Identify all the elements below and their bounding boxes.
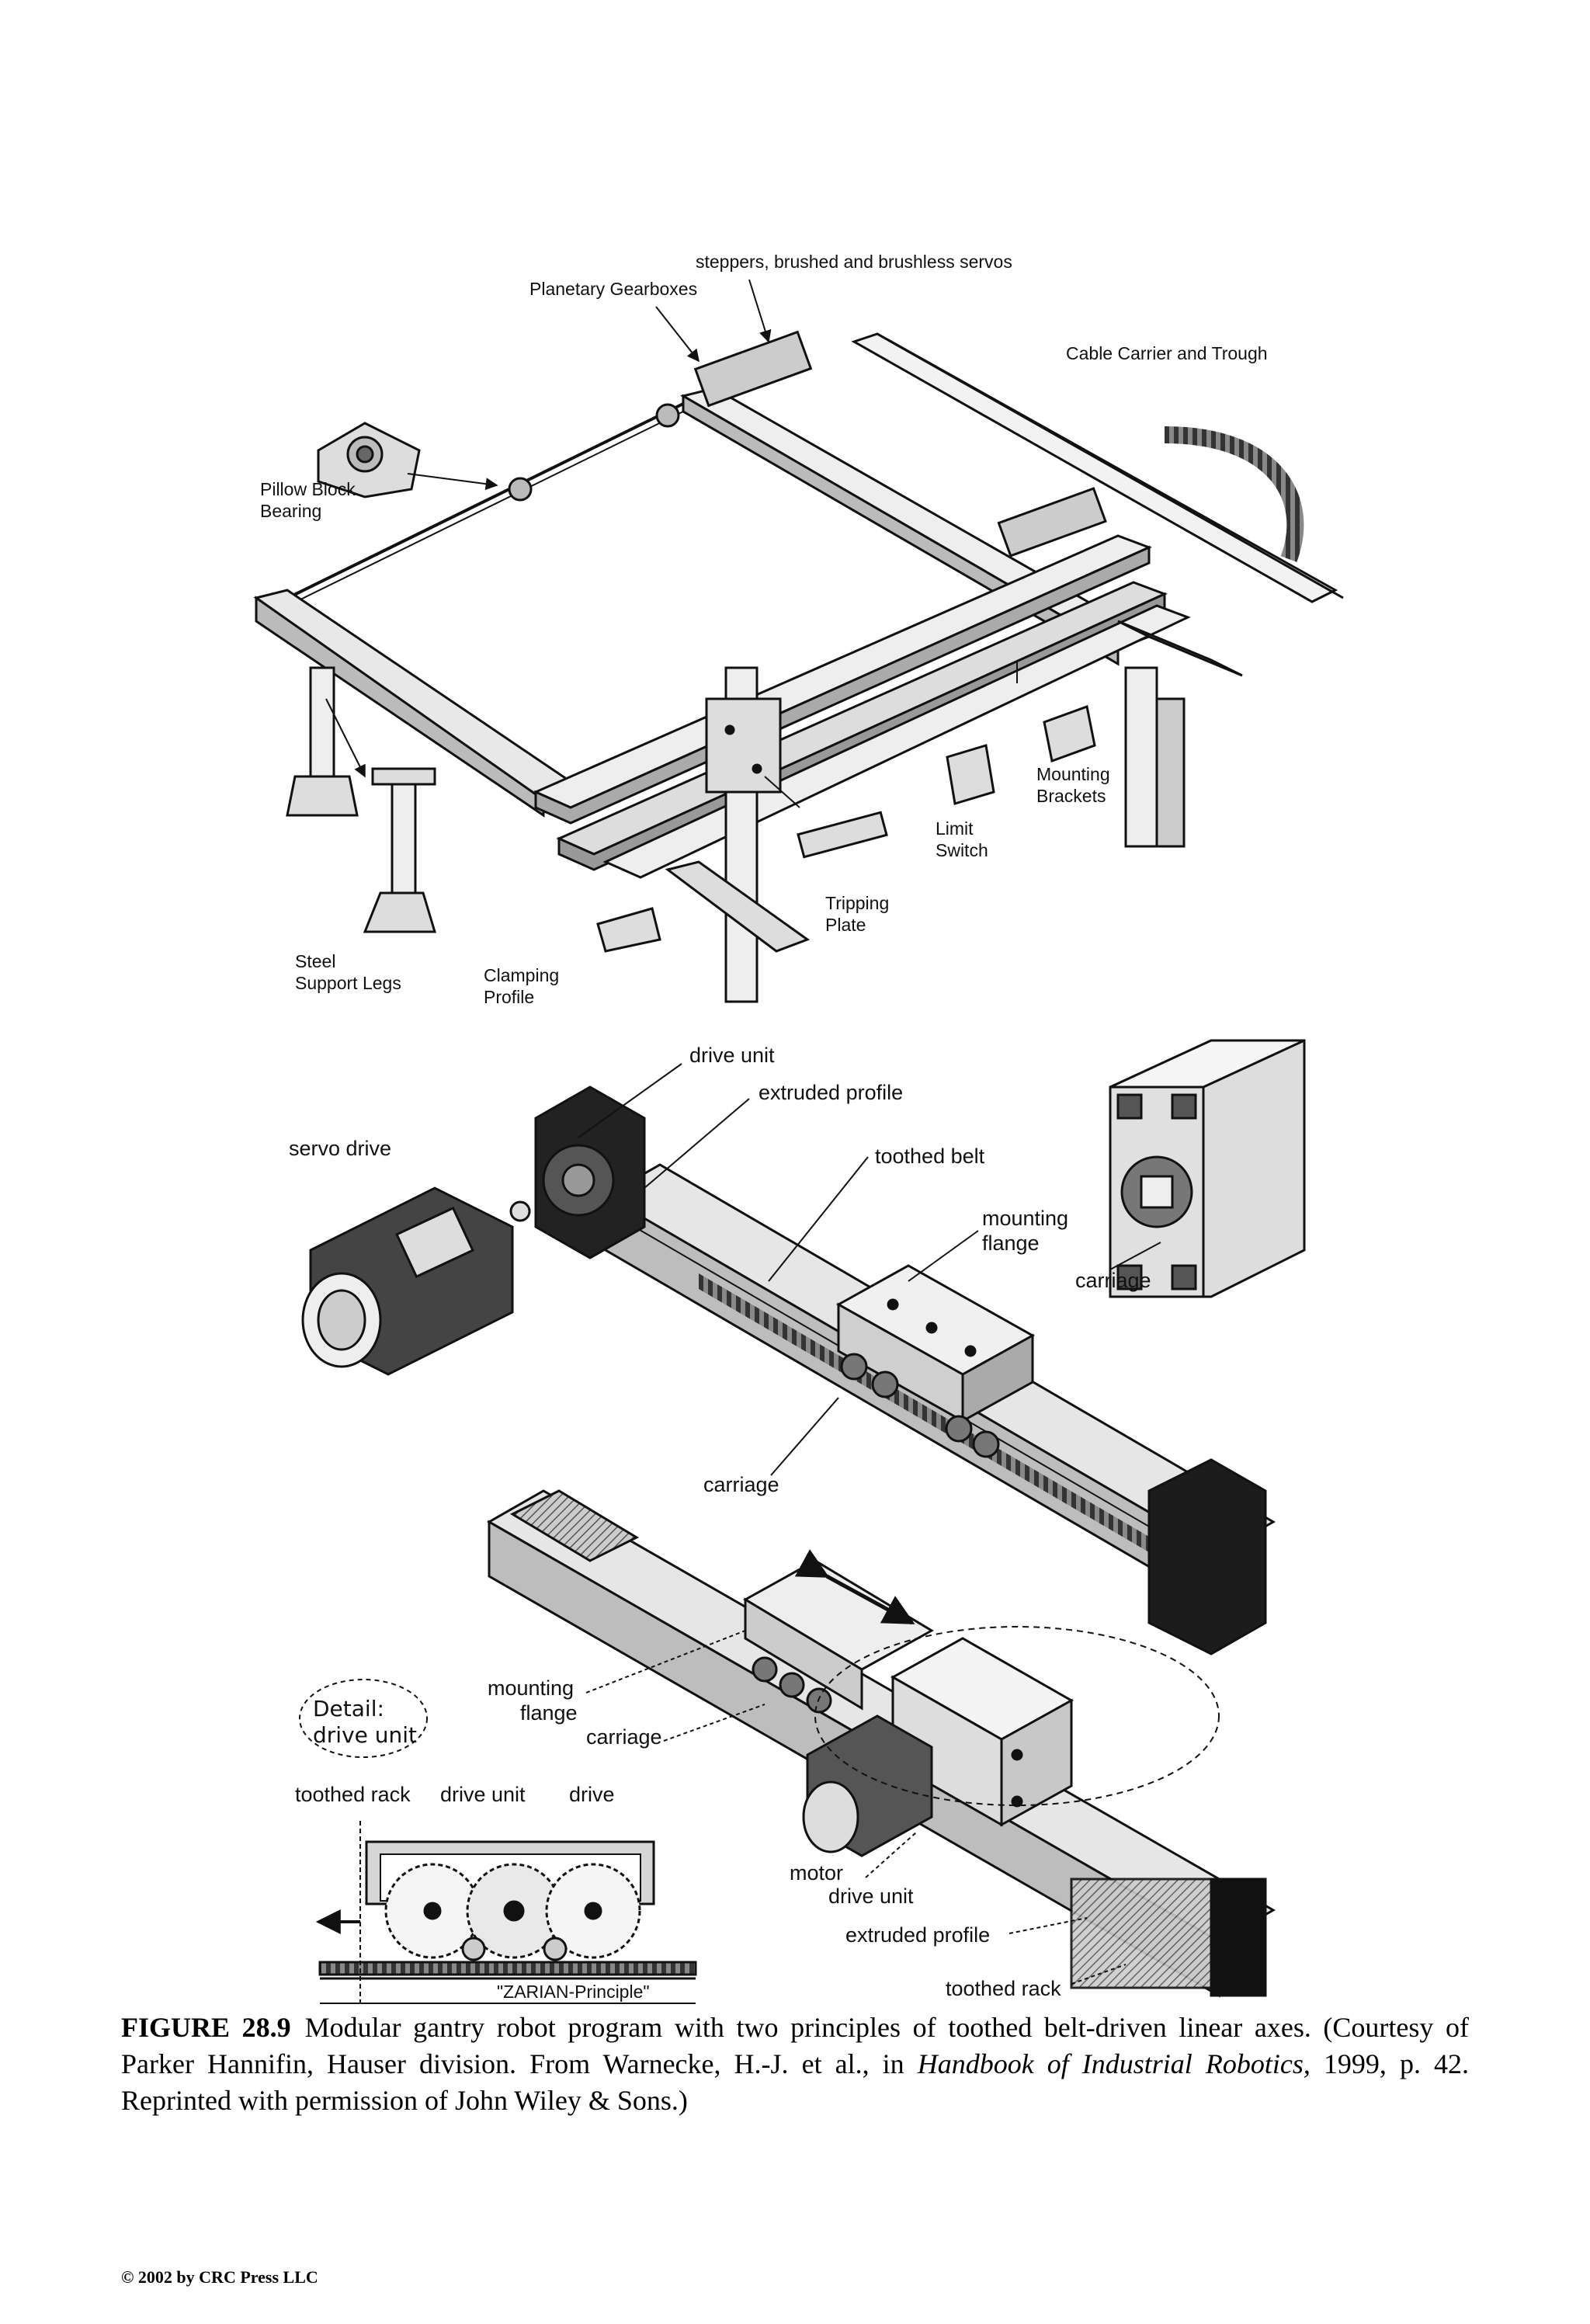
label-drive-unit-inset: drive unit xyxy=(440,1783,526,1806)
label-extruded-profile-b: extruded profile xyxy=(845,1923,990,1947)
label-cable-carrier: Cable Carrier and Trough xyxy=(1066,343,1268,363)
label-steel-legs-1: Steel xyxy=(295,951,335,971)
label-pillow-block-2: Bearing xyxy=(260,501,321,521)
gantry-drawing xyxy=(253,279,1344,1003)
label-limit-switch-2: Switch xyxy=(936,840,988,860)
label-clamping-profile-1: Clamping xyxy=(484,965,559,985)
rack-axis-labels: mounting flange carriage Detail: drive u… xyxy=(295,1676,1061,2002)
label-extruded-profile: extruded profile xyxy=(759,1081,903,1104)
label-toothed-rack-b: toothed rack xyxy=(946,1977,1061,2000)
label-toothed-rack-inset: toothed rack xyxy=(295,1783,411,1806)
label-limit-switch-1: Limit xyxy=(936,818,974,839)
label-planetary-gearboxes: Planetary Gearboxes xyxy=(529,279,697,299)
label-clamping-profile-2: Profile xyxy=(484,987,534,1007)
gantry-labels: steppers, brushed and brushless servos P… xyxy=(260,252,1268,1007)
label-mounting-brackets-2: Brackets xyxy=(1036,786,1106,806)
label-drive-inset: drive xyxy=(569,1783,615,1806)
label-toothed-belt: toothed belt xyxy=(875,1145,985,1168)
zarian-detail-inset xyxy=(299,1679,697,2004)
label-tripping-plate-1: Tripping xyxy=(825,893,889,913)
caption-text-1: Modular gantry robot program with two pr… xyxy=(121,2012,1469,2079)
label-mounting-flange-b2: flange xyxy=(520,1701,578,1725)
label-carriage-right: carriage xyxy=(1075,1269,1151,1292)
label-drive-unit: drive unit xyxy=(689,1044,775,1067)
belt-axis-labels: drive unit extruded profile servo drive … xyxy=(289,1044,1151,1496)
label-detail-1: Detail: xyxy=(313,1696,384,1721)
label-servo-drive: servo drive xyxy=(289,1137,391,1160)
belt-axis-drawing xyxy=(301,1039,1306,1655)
label-zarian-principle: "ZARIAN-Principle" xyxy=(497,1982,650,2002)
caption-book-title: Handbook of Industrial Robotics, xyxy=(917,2048,1311,2079)
label-drive-unit-b: drive unit xyxy=(828,1885,914,1908)
label-carriage-b: carriage xyxy=(586,1725,662,1749)
label-motor: motor xyxy=(790,1861,843,1885)
label-pillow-block-1: Pillow Block xyxy=(260,479,356,499)
label-steppers: steppers, brushed and brushless servos xyxy=(696,252,1012,272)
figure-number: FIGURE 28.9 xyxy=(121,2012,291,2043)
label-detail-2: drive unit xyxy=(313,1722,417,1748)
caption-text-2: 1999, p. 42. Reprinted with permission o… xyxy=(121,2048,1469,2116)
label-steel-legs-2: Support Legs xyxy=(295,973,401,993)
label-mounting-flange-2: flange xyxy=(982,1231,1040,1255)
label-tripping-plate-2: Plate xyxy=(825,915,866,935)
label-mounting-brackets-1: Mounting xyxy=(1036,764,1110,784)
rack-axis-drawing xyxy=(486,1489,1276,1998)
label-mounting-flange-b1: mounting xyxy=(488,1676,574,1700)
label-carriage-bottom: carriage xyxy=(703,1473,779,1496)
copyright-footer: © 2002 by CRC Press LLC xyxy=(121,2267,318,2287)
label-mounting-flange-1: mounting xyxy=(982,1207,1068,1230)
